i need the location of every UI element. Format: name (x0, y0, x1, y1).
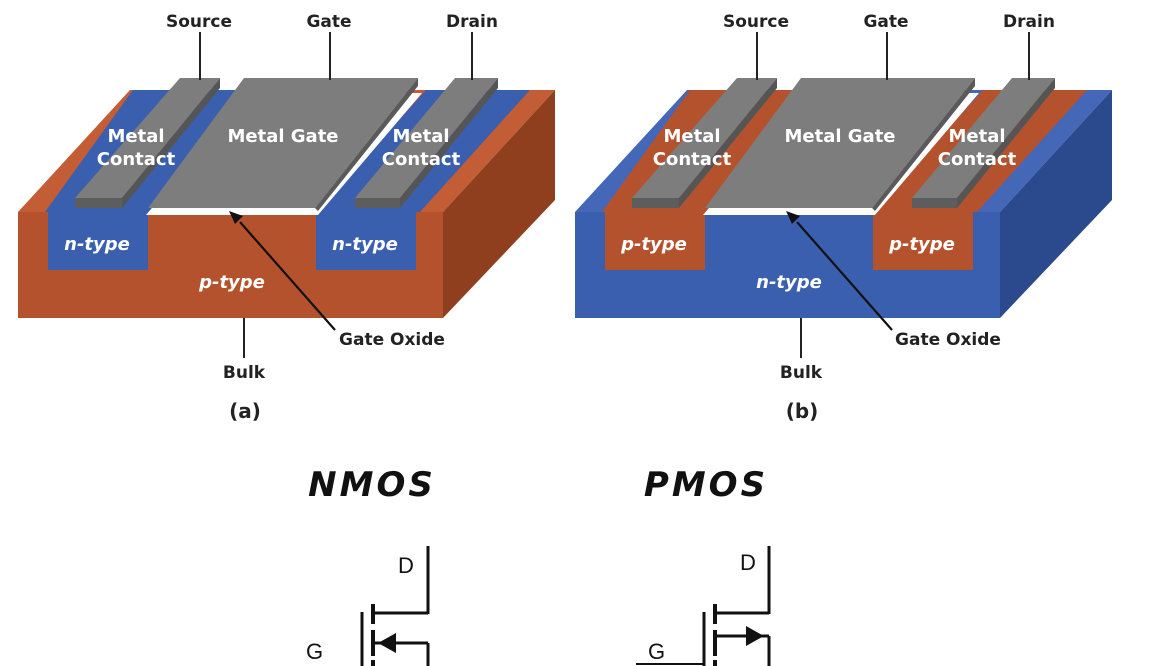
pmos-title: PMOS (644, 465, 768, 505)
well-left-front (605, 212, 705, 270)
bulk-label: Bulk (780, 363, 823, 383)
contact-right-top (355, 78, 498, 198)
nmos-title: NMOS (308, 465, 436, 505)
arrow-outward-icon (746, 626, 764, 646)
contact-left-front (75, 198, 122, 208)
drain-label: Drain (446, 12, 498, 32)
contact-right-side (400, 78, 498, 208)
drain-pin-label: D (740, 550, 756, 575)
gate-oxide-label: Gate Oxide (895, 330, 1001, 350)
substrate-right-face (1000, 90, 1112, 318)
well-right-type-label: p-type (888, 234, 955, 255)
contact-left-top (632, 78, 777, 198)
source-label: Source (166, 12, 232, 32)
source-label: Source (723, 12, 789, 32)
well-left-type-label: n-type (64, 234, 130, 255)
gate-oxide-arrowhead (786, 211, 800, 224)
gate-oxide-arrowhead (229, 211, 243, 224)
substrate-type-label: n-type (756, 272, 822, 293)
substrate-type-label: p-type (198, 272, 265, 293)
gate-pin-label: G (306, 639, 323, 664)
well-right-front (316, 212, 416, 270)
metal-gate-label: Metal Gate (784, 126, 895, 147)
gate-oxide-pointer (239, 221, 336, 331)
bulk-label: Bulk (223, 363, 266, 383)
metal-contact-left-line2: Contact (653, 149, 732, 170)
contact-left-top (75, 78, 220, 198)
metal-contact-left-line1: Metal (107, 126, 164, 147)
drain-pin-label: D (398, 553, 414, 578)
nmos-cross-section: Source Gate Drain Metal Gate Metal Conta… (18, 12, 555, 423)
gate-oxide-label: Gate Oxide (339, 330, 445, 350)
well-right-type-label: n-type (332, 234, 398, 255)
contact-right-front (912, 198, 957, 208)
gate-label: Gate (306, 12, 351, 32)
gate-oxide-pointer (796, 221, 893, 331)
caption-b: (b) (786, 399, 819, 423)
metal-contact-right-line2: Contact (382, 149, 461, 170)
well-left-type-label: p-type (620, 234, 687, 255)
metal-gate-label: Metal Gate (227, 126, 338, 147)
metal-contact-right-line1: Metal (948, 126, 1005, 147)
well-right-front (873, 212, 973, 270)
contact-left-side (122, 78, 220, 208)
metal-contact-right-line1: Metal (392, 126, 449, 147)
contact-right-side (957, 78, 1055, 208)
drain-label: Drain (1003, 12, 1055, 32)
metal-gate-top (705, 78, 975, 208)
substrate-right-face (443, 90, 555, 318)
metal-gate-top (148, 78, 418, 208)
caption-a: (a) (229, 399, 261, 423)
metal-contact-left-line1: Metal (663, 126, 720, 147)
contact-left-front (632, 198, 679, 208)
gate-label: Gate (863, 12, 908, 32)
well-left-front (48, 212, 148, 270)
contact-right-top (912, 78, 1055, 198)
nmos-symbol: D G (306, 546, 430, 666)
pmos-symbol: D G (636, 546, 771, 666)
metal-contact-right-line2: Contact (938, 149, 1017, 170)
metal-gate-side (315, 78, 418, 211)
metal-contact-left-line2: Contact (97, 149, 176, 170)
contact-left-side (679, 78, 777, 208)
metal-gate-side (872, 78, 975, 211)
arrow-inward-icon (378, 633, 396, 653)
gate-pin-label: G (648, 639, 665, 664)
pmos-cross-section: Source Gate Drain Metal Gate Metal Conta… (575, 12, 1112, 423)
contact-right-front (355, 198, 400, 208)
